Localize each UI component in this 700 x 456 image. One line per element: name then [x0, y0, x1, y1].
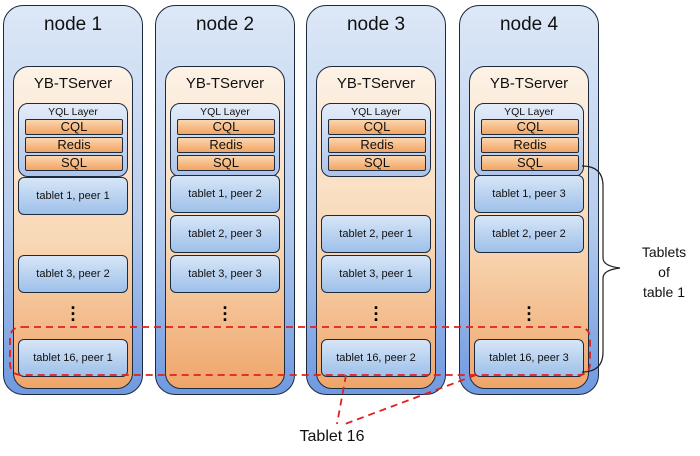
ellipsis-dots: . . . [222, 293, 228, 325]
node-2: node 2 YB-TServer YQL Layer CQL Redis SQ… [155, 5, 295, 395]
tserver: YB-TServer YQL Layer CQL Redis SQL table… [469, 66, 589, 389]
api-sql: SQL [481, 155, 579, 171]
yql-layer-title: YQL Layer [351, 106, 401, 118]
tablet: tablet 2, peer 1 [321, 215, 431, 253]
yql-layer-title: YQL Layer [504, 106, 554, 118]
tserver-title: YB-TServer [33, 75, 113, 92]
yql-layer: YQL Layer CQL Redis SQL [321, 103, 431, 177]
yql-layer: YQL Layer CQL Redis SQL [18, 103, 128, 177]
tablet: tablet 16, peer 1 [18, 339, 128, 377]
tablet: tablet 3, peer 2 [18, 255, 128, 293]
api-redis: Redis [481, 137, 579, 153]
tablet: tablet 16, peer 3 [474, 339, 584, 377]
ellipsis-dots: . . . [70, 293, 76, 325]
tablet: tablet 16, peer 2 [321, 339, 431, 377]
tablet16-label: Tablet 16 [299, 428, 365, 445]
tablet: tablet 1, peer 1 [18, 177, 128, 215]
tablets-of-table1-label: Tablets of table 1 [641, 244, 687, 300]
api-redis: Redis [177, 137, 275, 153]
node-4: node 4 YB-TServer YQL Layer CQL Redis SQ… [459, 5, 599, 395]
tablet: tablet 2, peer 3 [170, 215, 280, 253]
tablet: tablet 1, peer 2 [170, 175, 280, 213]
api-cql: CQL [328, 119, 426, 135]
yql-layer-title: YQL Layer [48, 106, 98, 118]
node-title: node 1 [43, 14, 103, 35]
api-sql: SQL [25, 155, 123, 171]
tablet: tablet 1, peer 3 [474, 175, 584, 213]
node-3: node 3 YB-TServer YQL Layer CQL Redis SQ… [306, 5, 446, 395]
yql-layer: YQL Layer CQL Redis SQL [170, 103, 280, 177]
tablet: tablet 3, peer 1 [321, 255, 431, 293]
yql-layer: YQL Layer CQL Redis SQL [474, 103, 584, 177]
ellipsis-dots: . . . [526, 293, 532, 325]
api-redis: Redis [25, 137, 123, 153]
api-cql: CQL [25, 119, 123, 135]
api-sql: SQL [177, 155, 275, 171]
tserver: YB-TServer YQL Layer CQL Redis SQL table… [316, 66, 436, 389]
ellipsis-dots: . . . [373, 293, 379, 325]
node-title: node 3 [346, 14, 406, 35]
api-cql: CQL [481, 119, 579, 135]
api-sql: SQL [328, 155, 426, 171]
tablet: tablet 2, peer 2 [474, 215, 584, 253]
table1-brace [581, 165, 621, 373]
tablet16-callout-line [344, 374, 477, 425]
yql-layer-title: YQL Layer [200, 106, 250, 118]
node-title: node 2 [195, 14, 255, 35]
api-cql: CQL [177, 119, 275, 135]
tablet: tablet 3, peer 3 [170, 255, 280, 293]
node-title: node 4 [499, 14, 559, 35]
api-redis: Redis [328, 137, 426, 153]
tserver: YB-TServer YQL Layer CQL Redis SQL table… [13, 66, 133, 389]
tserver-title: YB-TServer [489, 75, 569, 92]
node-1: node 1 YB-TServer YQL Layer CQL Redis SQ… [3, 5, 143, 395]
tserver-title: YB-TServer [336, 75, 416, 92]
tablet16-dashed-outline [9, 326, 591, 376]
tablet16-callout-line [336, 374, 347, 425]
tserver-title: YB-TServer [185, 75, 265, 92]
tserver: YB-TServer YQL Layer CQL Redis SQL table… [165, 66, 285, 389]
